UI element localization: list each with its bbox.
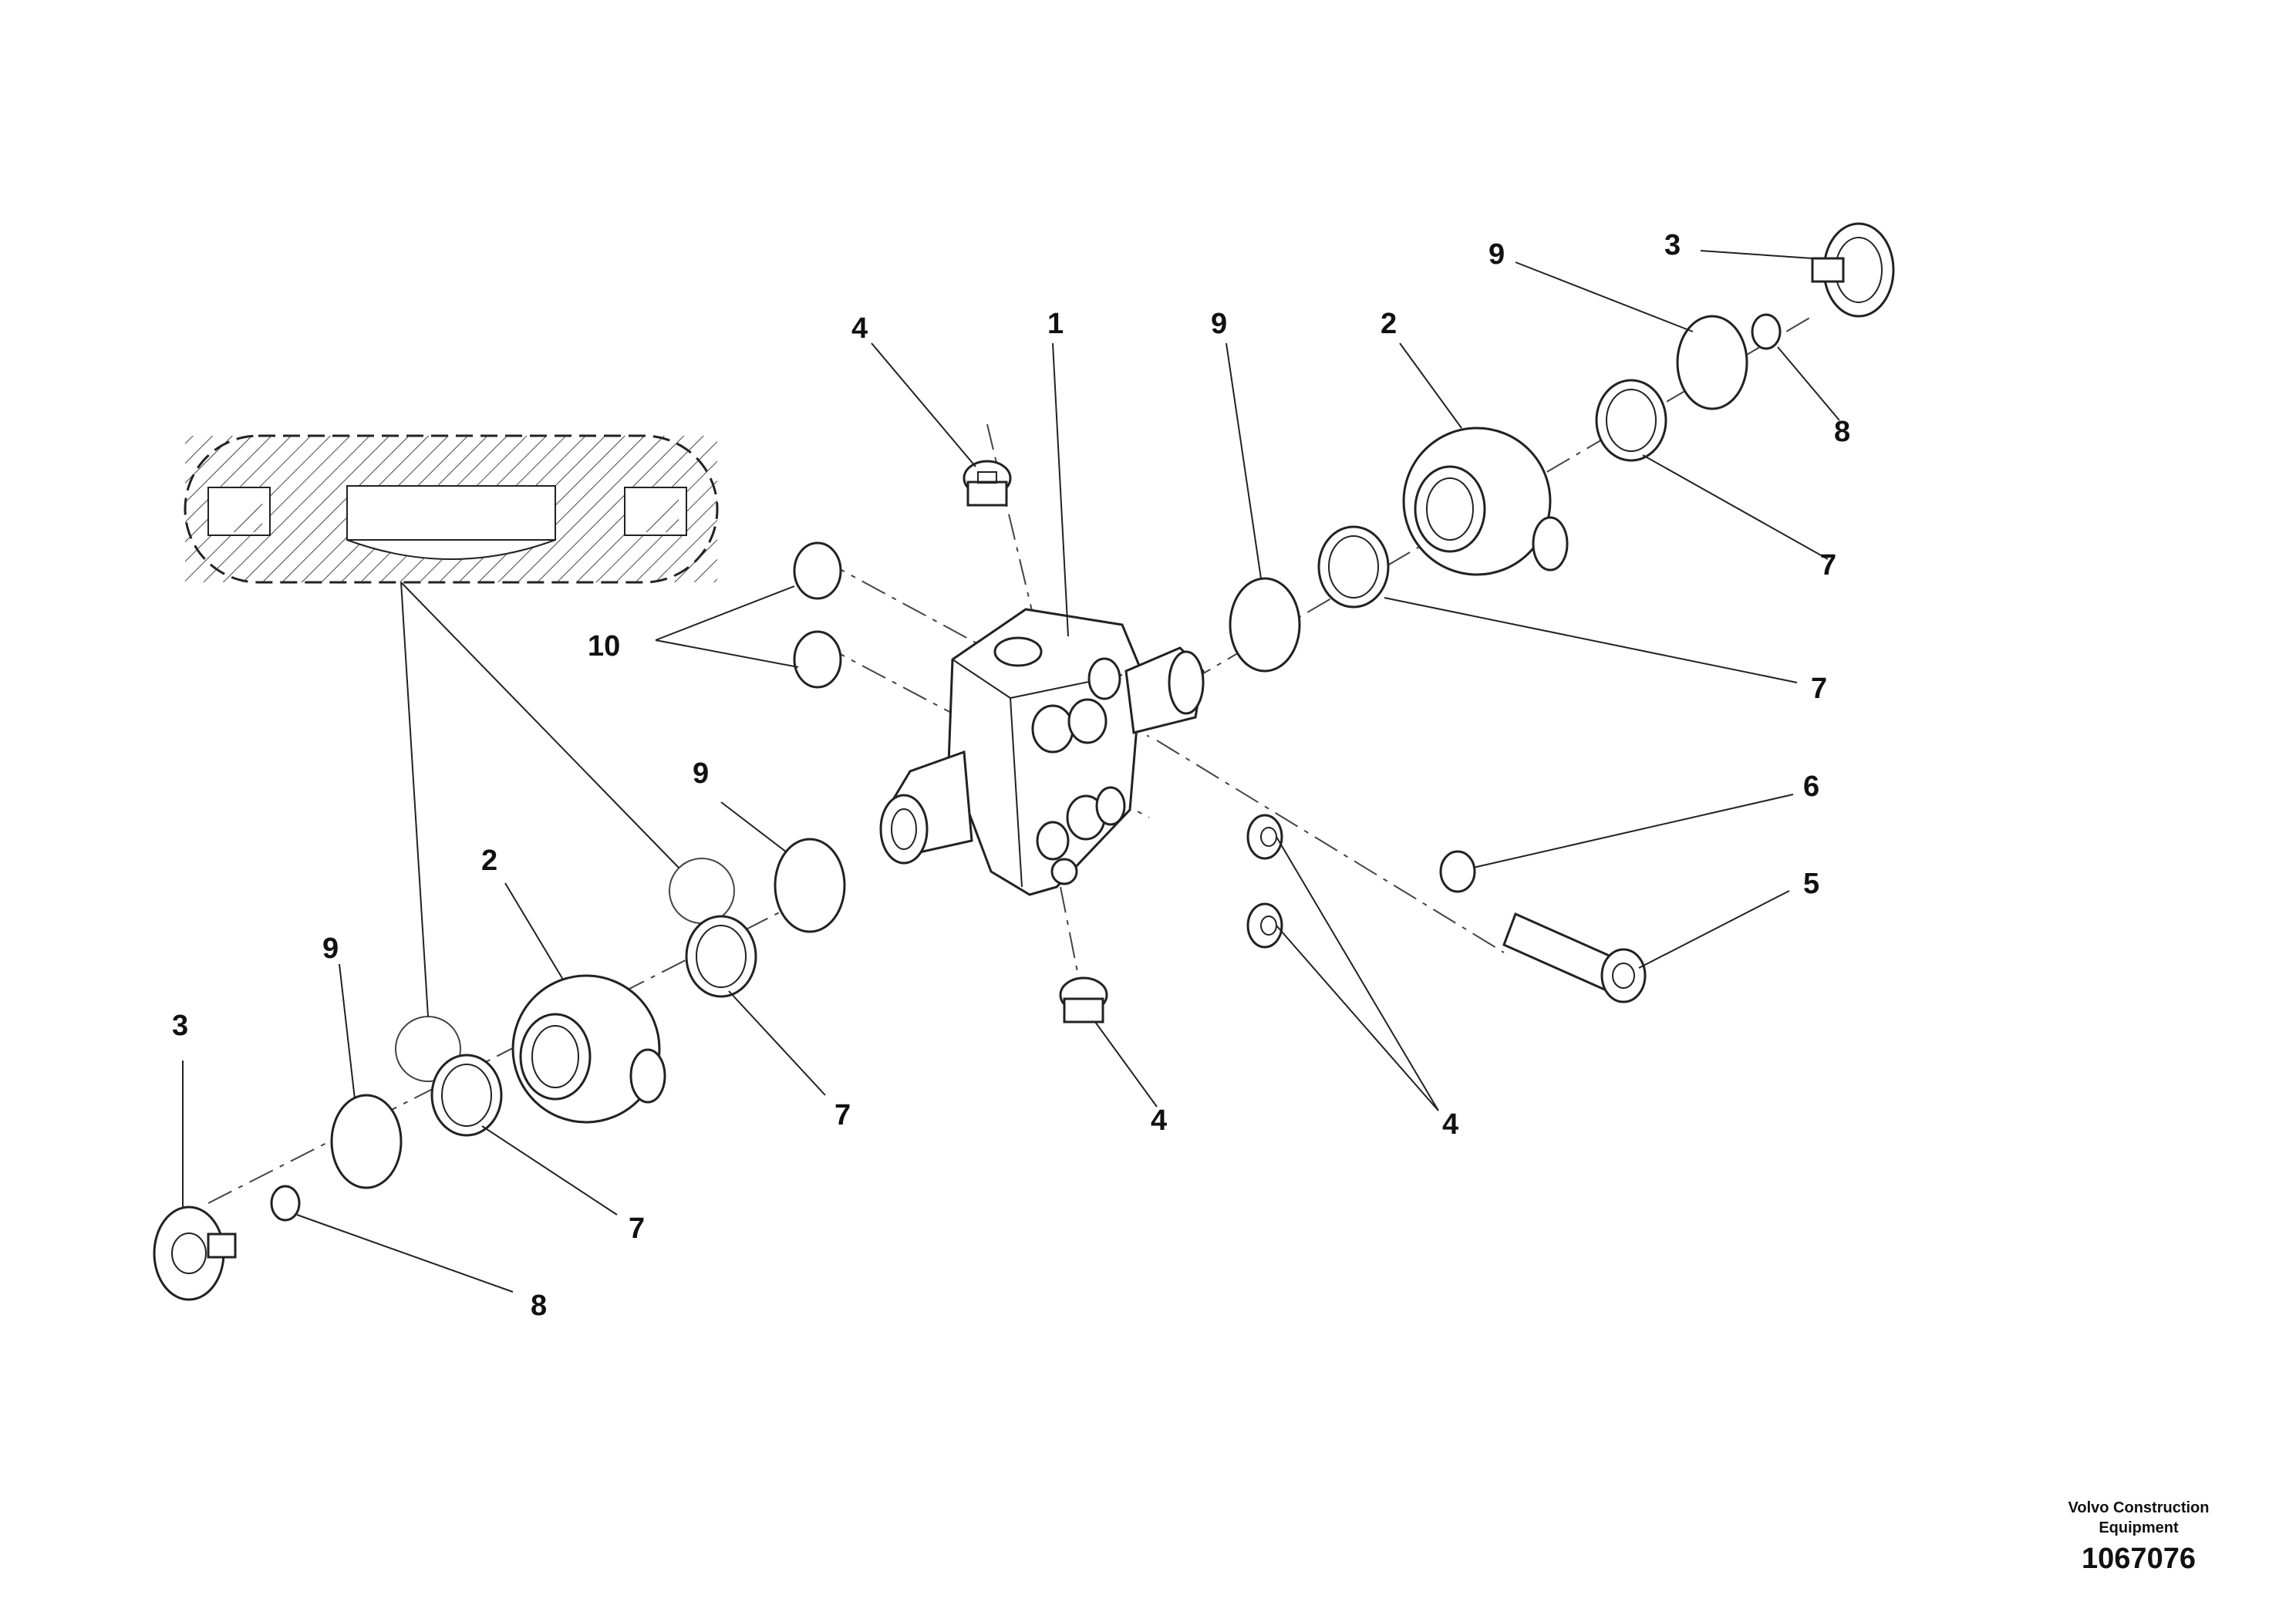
label-3-left: 3 (172, 1010, 188, 1042)
label-6: 6 (1803, 771, 1819, 803)
label-7-left-center: 7 (834, 1099, 851, 1131)
plug-side-2 (1246, 902, 1283, 949)
plug-bottom (1059, 976, 1108, 1023)
drawing-number: 1067076 (2082, 1543, 2196, 1575)
port-o-rings (793, 541, 842, 689)
seal-rings (430, 379, 1667, 1137)
washer (1439, 850, 1476, 893)
callout-labels: 1 4 9 2 9 3 8 7 7 6 5 4 4 10 9 2 7 9 3 7… (172, 229, 1850, 1322)
label-5: 5 (1803, 868, 1819, 900)
label-4-right: 4 (1442, 1108, 1458, 1141)
label-4-bottom: 4 (1151, 1104, 1167, 1137)
label-1: 1 (1047, 308, 1064, 340)
ball-fitting-right (1402, 427, 1569, 576)
cross-section-detail (184, 434, 719, 584)
label-3-right: 3 (1664, 229, 1681, 261)
label-8-right: 8 (1834, 416, 1850, 448)
ball-fitting-left (511, 974, 666, 1124)
leader-lines (182, 250, 1840, 1293)
label-2-right: 2 (1381, 308, 1397, 340)
plug-top (963, 460, 1012, 507)
label-9-right: 9 (1489, 238, 1505, 271)
label-7-right: 7 (1811, 673, 1827, 705)
screw (1502, 912, 1647, 1003)
label-7-right-top: 7 (1820, 549, 1836, 582)
label-7-left: 7 (629, 1212, 645, 1245)
small-o-rings (270, 313, 1782, 1222)
company-name-line1: Volvo Construction (2068, 1499, 2210, 1516)
plug-top-right (1811, 222, 1895, 318)
plug-bottom-left (153, 1206, 237, 1301)
label-9-left-center: 9 (693, 757, 709, 790)
label-2-left: 2 (481, 845, 497, 877)
ghost-ball-1 (669, 858, 735, 924)
drawing-info: Volvo Construction Equipment 1067076 (2038, 1498, 2239, 1576)
label-4-top: 4 (851, 312, 868, 345)
large-o-rings (330, 315, 1748, 1189)
label-9-center: 9 (1211, 308, 1227, 340)
label-9-left: 9 (322, 932, 339, 965)
company-name-line2: Equipment (2099, 1519, 2179, 1536)
label-10: 10 (588, 630, 620, 663)
label-8-left: 8 (531, 1290, 547, 1322)
valve-body (879, 608, 1205, 896)
